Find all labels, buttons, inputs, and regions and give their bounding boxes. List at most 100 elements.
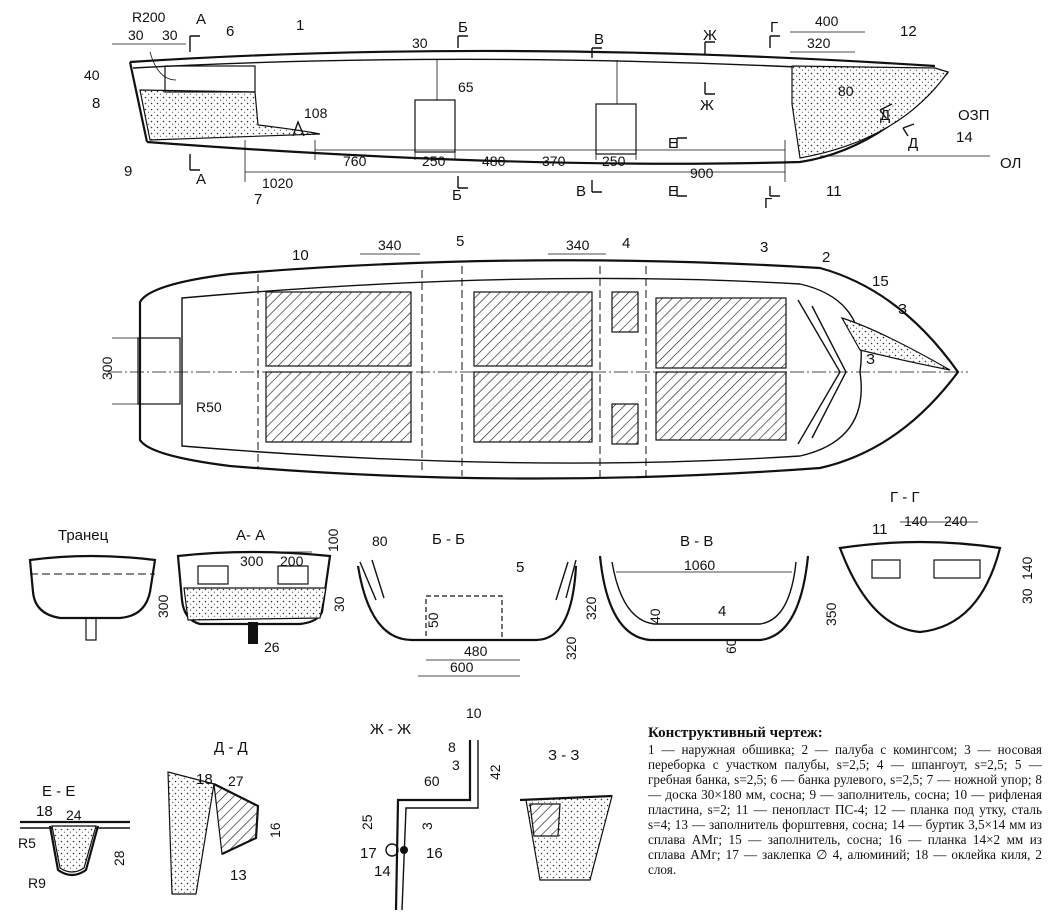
floor-panel-5 xyxy=(655,297,787,369)
callout-9: 9 xyxy=(124,163,132,180)
dim-400: 400 xyxy=(815,13,839,29)
section-z-top: З xyxy=(898,301,907,318)
dim-760: 760 xyxy=(343,153,367,169)
section-v-top: В xyxy=(594,31,604,48)
svg-text:3: 3 xyxy=(419,822,435,830)
section-zz: З - З xyxy=(519,747,613,881)
dim-340a: 340 xyxy=(378,237,402,253)
section-dd: Д - Д 18 27 16 13 xyxy=(167,739,283,895)
svg-text:26: 26 xyxy=(264,639,280,655)
section-vv: В - В 1060 320 320 40 60 4 xyxy=(563,533,810,660)
svg-text:100: 100 xyxy=(325,528,341,552)
callout-2: 2 xyxy=(822,249,830,266)
svg-text:13: 13 xyxy=(230,867,247,884)
dim-300-plan: 300 xyxy=(99,356,115,380)
svg-text:30: 30 xyxy=(1019,588,1035,604)
dim-250b: 250 xyxy=(602,153,626,169)
svg-text:350: 350 xyxy=(823,602,839,626)
svg-text:В - В: В - В xyxy=(680,533,713,550)
label-ol: ОЛ xyxy=(1000,155,1021,172)
legend-text: 1 — наружная обшивка; 2 — палуба с комин… xyxy=(648,742,1042,877)
dim-65: 65 xyxy=(458,79,474,95)
label-ozp: ОЗП xyxy=(958,107,990,124)
section-g-bottom: Г xyxy=(764,195,772,212)
radius-r50: R50 xyxy=(196,399,222,415)
svg-text:14: 14 xyxy=(374,863,391,880)
radius-r200: R200 xyxy=(132,9,166,25)
section-d-top: Д xyxy=(880,107,890,124)
svg-text:140: 140 xyxy=(1019,556,1035,580)
section-tranec: Транец xyxy=(28,527,157,641)
svg-text:320: 320 xyxy=(563,636,579,660)
svg-text:600: 600 xyxy=(450,659,474,675)
svg-text:17: 17 xyxy=(360,845,377,862)
svg-text:30: 30 xyxy=(331,596,347,612)
plan-view: 340 340 300 R50 10 5 4 3 2 15 З З xyxy=(99,233,968,480)
section-ee: Е - Е 18 24 28 R5 R9 xyxy=(18,783,130,891)
svg-text:Транец: Транец xyxy=(58,527,109,544)
dim-30a: 30 xyxy=(128,27,144,43)
svg-text:Д - Д: Д - Д xyxy=(214,739,248,756)
svg-text:А- А: А- А xyxy=(236,527,265,544)
dim-40: 40 xyxy=(84,67,100,83)
svg-text:3: 3 xyxy=(452,757,460,773)
floor-panel-4 xyxy=(473,371,593,443)
callout-11: 11 xyxy=(826,183,842,200)
callout-4: 4 xyxy=(622,235,630,252)
section-g-top: Г xyxy=(770,19,778,36)
callout-7: 7 xyxy=(254,191,262,208)
svg-text:18: 18 xyxy=(36,803,53,820)
section-zh-top: Ж xyxy=(703,27,717,44)
svg-text:1060: 1060 xyxy=(684,557,715,573)
svg-text:16: 16 xyxy=(426,845,443,862)
side-view: 1 6 12 8 9 7 11 14 R200 30 30 30 400 320… xyxy=(84,9,1021,212)
svg-text:300: 300 xyxy=(240,553,264,569)
svg-text:480: 480 xyxy=(464,643,488,659)
section-d-bottom: Д xyxy=(908,135,918,152)
svg-text:16: 16 xyxy=(267,822,283,838)
svg-text:240: 240 xyxy=(944,513,968,529)
svg-text:140: 140 xyxy=(904,513,928,529)
dim-370: 370 xyxy=(542,153,566,169)
section-b-bottom: Б xyxy=(452,187,462,204)
dim-900: 900 xyxy=(690,165,714,181)
floor-panel-1 xyxy=(265,291,412,367)
callout-6: 6 xyxy=(226,23,234,40)
svg-text:320: 320 xyxy=(583,596,599,620)
dim-30b: 30 xyxy=(162,27,178,43)
svg-text:80: 80 xyxy=(372,533,388,549)
svg-text:18: 18 xyxy=(196,771,213,788)
svg-text:40: 40 xyxy=(647,608,663,624)
callout-10: 10 xyxy=(292,247,309,264)
svg-text:8: 8 xyxy=(448,739,456,755)
svg-text:4: 4 xyxy=(718,603,726,620)
callout-1: 1 xyxy=(296,17,304,34)
section-zhzh: Ж - Ж 10 8 3 42 60 25 3 17 16 14 xyxy=(359,705,503,911)
floor-panel-6 xyxy=(655,371,787,441)
svg-text:Б - Б: Б - Б xyxy=(432,531,465,548)
section-v-bottom: В xyxy=(576,183,586,200)
dim-108: 108 xyxy=(304,105,328,121)
section-gg: Г - Г 11 140 240 140 30 350 xyxy=(823,489,1035,634)
svg-text:Е - Е: Е - Е xyxy=(42,783,75,800)
sheer-line xyxy=(129,49,936,68)
dim-250a: 250 xyxy=(422,153,446,169)
svg-text:10: 10 xyxy=(466,705,482,721)
svg-text:24: 24 xyxy=(66,807,82,823)
svg-text:R9: R9 xyxy=(28,875,46,891)
svg-text:Г - Г: Г - Г xyxy=(890,489,920,506)
svg-text:300: 300 xyxy=(155,594,171,618)
dim-80: 80 xyxy=(838,83,854,99)
section-e-bottom: Е xyxy=(668,183,678,200)
stern-foam xyxy=(139,89,321,141)
svg-text:28: 28 xyxy=(111,850,127,866)
dim-480: 480 xyxy=(482,153,506,169)
svg-text:50: 50 xyxy=(425,612,441,628)
section-z-bottom: З xyxy=(866,351,875,368)
bow-foam xyxy=(791,65,949,159)
floor-panel-3 xyxy=(473,291,593,367)
svg-text:11: 11 xyxy=(872,521,888,538)
callout-14: 14 xyxy=(956,129,973,146)
svg-text:60: 60 xyxy=(723,638,739,654)
